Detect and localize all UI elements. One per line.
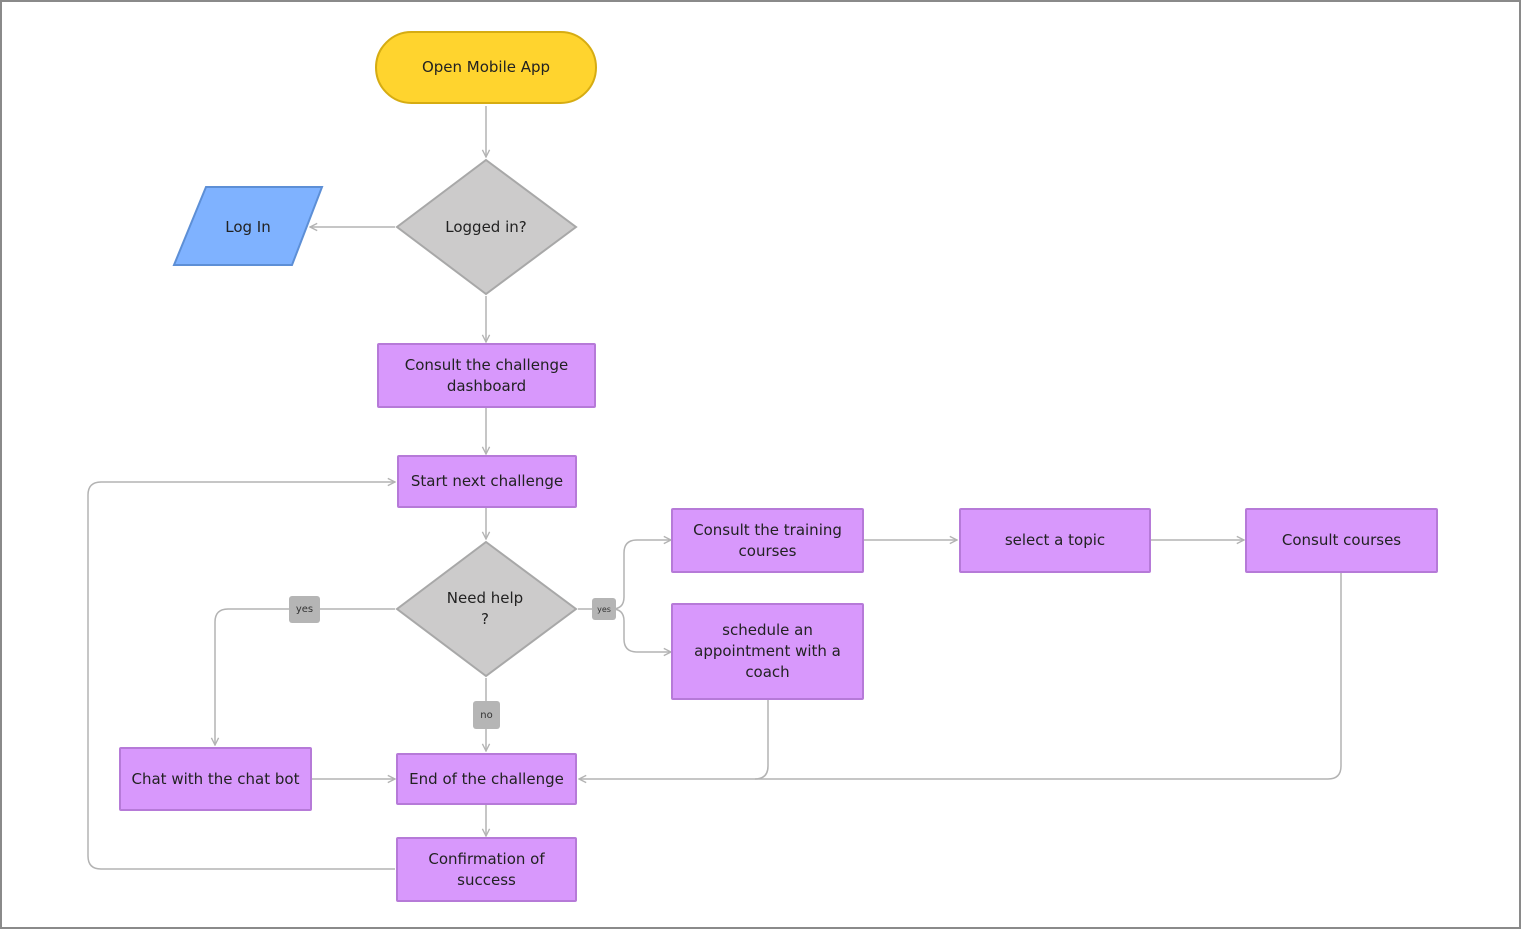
io-log-in-label: Log In [225, 217, 271, 236]
process-start-next-challenge-label: Start next challenge [410, 472, 564, 490]
process-start-next-challenge[interactable]: Start next challenge [397, 455, 577, 508]
process-select-topic[interactable]: select a topic [959, 508, 1151, 573]
process-consult-training[interactable]: Consult the training courses [671, 508, 864, 573]
process-chat-bot-label: Chat with the chat bot [131, 769, 300, 788]
process-end-challenge[interactable]: End of the challenge [396, 753, 577, 805]
process-consult-courses-label: Consult courses [1281, 531, 1402, 549]
io-log-in-shape [172, 186, 324, 266]
process-consult-training-label: Consult the training courses [693, 520, 842, 560]
edge-courses-to-end [579, 573, 1342, 779]
edge-need-help-yes-left [215, 608, 395, 745]
process-select-topic-label: select a topic [1004, 531, 1106, 549]
process-consult-dashboard-label: Consult the challenge dashboard [404, 355, 569, 395]
process-consult-dashboard[interactable]: Consult the challenge dashboard [377, 343, 596, 408]
process-schedule-coach[interactable]: schedule an appointment with a coach [671, 603, 864, 700]
process-end-challenge-label: End of the challenge [409, 769, 564, 788]
edge-to-coach [611, 608, 671, 652]
decision-logged-in-label: Logged in? [445, 217, 527, 236]
edge-tag-yes-left: yes [289, 596, 320, 623]
edge-coach-to-end [754, 700, 769, 780]
edge-tag-no: no [473, 701, 500, 729]
process-consult-courses[interactable]: Consult courses [1245, 508, 1438, 573]
terminal-open-mobile-app-label: Open Mobile App [421, 58, 551, 76]
edge-to-training [611, 540, 671, 610]
terminal-open-mobile-app[interactable]: Open Mobile App [375, 31, 597, 104]
decision-need-help-label: Need help ? [446, 589, 524, 628]
decision-logged-in-shape [395, 158, 578, 296]
process-confirmation-label: Confirmation of success [428, 849, 545, 889]
edge-tag-yes-right: yes [592, 598, 616, 620]
process-schedule-coach-label: schedule an appointment with a coach [694, 621, 841, 681]
edge-confirmation-loop-back [87, 482, 395, 870]
process-chat-bot[interactable]: Chat with the chat bot [119, 747, 312, 811]
process-confirmation[interactable]: Confirmation of success [396, 837, 577, 902]
decision-need-help-shape [395, 540, 578, 678]
